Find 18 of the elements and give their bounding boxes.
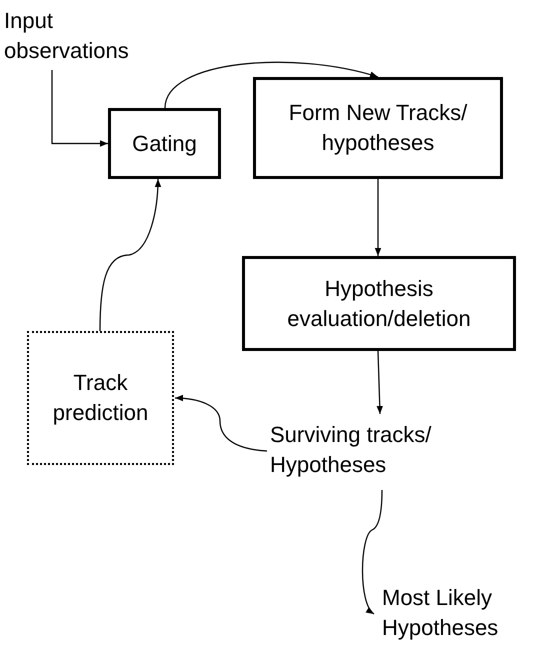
process-box — [242, 256, 516, 351]
text-label: Most Likely Hypotheses — [382, 584, 500, 642]
arrow — [174, 395, 268, 452]
arrow — [51, 70, 108, 147]
dotted-process-box — [27, 331, 174, 465]
arrow — [362, 490, 383, 614]
process-box — [108, 108, 221, 179]
process-box — [253, 77, 503, 179]
text-label: Surviving tracks/ Hypotheses — [270, 421, 432, 479]
box-label: Gating — [132, 130, 197, 158]
arrow — [164, 62, 378, 108]
text-label: Input observations — [4, 7, 130, 65]
arrow — [374, 179, 382, 256]
arrow — [376, 350, 383, 414]
box-label: Form New Tracks/ hypotheses — [288, 99, 468, 157]
box-label: Track prediction — [52, 369, 150, 427]
arrow — [99, 178, 162, 331]
box-label: Hypothesis evaluation/deletion — [286, 274, 472, 332]
